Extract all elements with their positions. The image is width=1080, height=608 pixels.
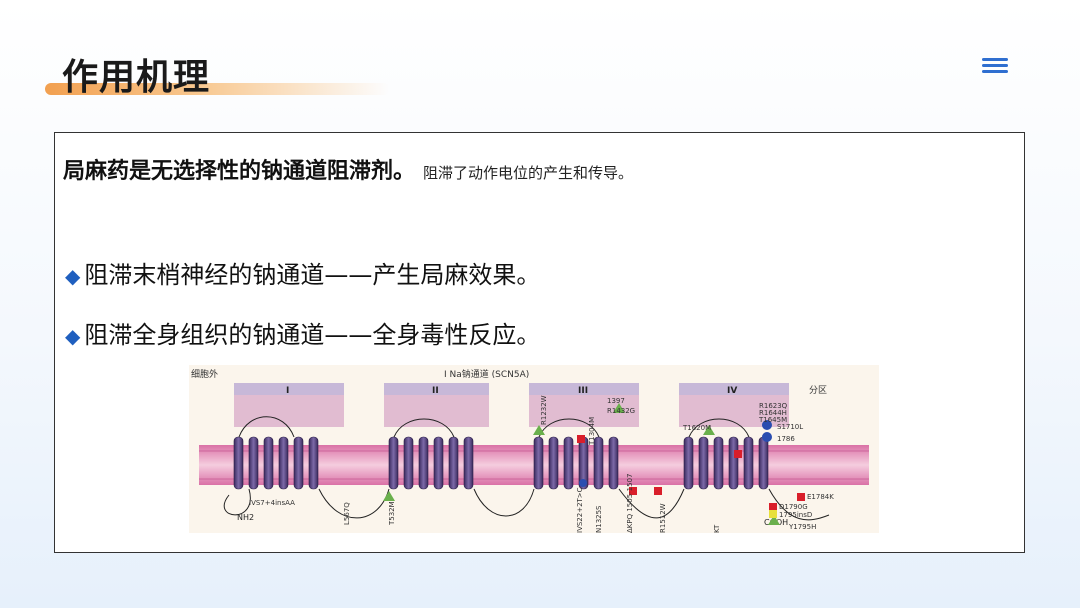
- helices: [233, 436, 769, 490]
- mutation-label: R1432G: [607, 407, 635, 415]
- mutation-markers: [383, 403, 805, 525]
- partition-label: 分区: [809, 385, 827, 396]
- domain-label: II: [432, 386, 439, 396]
- mutation-label: R1623Q: [759, 402, 788, 410]
- menu-icon[interactable]: [982, 58, 1008, 76]
- bullet-item: ◆阻滞全身组织的钠通道——全身毒性反应。: [65, 315, 540, 350]
- mutation-label: S1710L: [777, 423, 803, 431]
- mutation-label: IVS22+2T>C: [576, 487, 584, 533]
- outside-label: 细胞外: [191, 368, 218, 380]
- mutation-labels: IVS7+4insAA L567Q T532M R1232W T1304M 13…: [249, 395, 834, 533]
- lead-sentence: 局麻药是无选择性的钠通道阻滞剂。阻滞了动作电位的产生和传导。: [63, 153, 633, 185]
- domain-banners: [234, 383, 789, 427]
- mutation-label: 1397: [607, 397, 625, 405]
- mutation-label: R1644H: [759, 409, 787, 417]
- mutation-label: ΔKPQ 1505-1507: [626, 474, 634, 534]
- sodium-channel-diagram: 细胞外 I Na钠通道 (SCN5A) 分区 I II III IV: [189, 365, 879, 533]
- mutation-label: 1795insD: [779, 511, 812, 519]
- mutation-label: R1512W: [659, 503, 667, 533]
- mutation-label: 1786: [777, 435, 795, 443]
- lead-normal-text: 阻滞了动作电位的产生和传导。: [423, 164, 634, 182]
- diamond-bullet-icon: ◆: [65, 324, 81, 348]
- diamond-bullet-icon: ◆: [65, 264, 81, 288]
- bullet-item: ◆阻滞末梢神经的钠通道——产生局麻效果。: [65, 255, 540, 290]
- mutation-label: T1304M: [588, 417, 596, 446]
- mutation-label: T1620M: [682, 424, 711, 432]
- channel-label: I Na钠通道 (SCN5A): [444, 368, 529, 380]
- domain-label: III: [578, 386, 588, 396]
- mutation-label: R1232W: [540, 395, 548, 425]
- content-box: 局麻药是无选择性的钠通道阻滞剂。阻滞了动作电位的产生和传导。 ◆阻滞末梢神经的钠…: [54, 132, 1025, 553]
- title-underline-decoration: [45, 83, 390, 95]
- bullet-text: 阻滞全身组织的钠通道——全身毒性反应。: [84, 321, 541, 349]
- mutation-label: IVS7+4insAA: [249, 499, 295, 507]
- mutation-label: E1784K: [807, 493, 834, 501]
- mutation-label: T532M: [388, 501, 396, 526]
- mutation-label: Y1795H: [788, 523, 816, 531]
- lead-bold-text: 局麻药是无选择性的钠通道阻滞剂。: [63, 159, 416, 184]
- mutation-label: T1645M: [758, 416, 787, 424]
- mutation-label: L567Q: [343, 502, 351, 525]
- terminal-n-label: NH2: [237, 513, 254, 522]
- loops: [223, 416, 830, 521]
- domain-label: IV: [727, 386, 737, 396]
- mutation-label: D1790G: [779, 503, 808, 511]
- mutation-label: N1325S: [595, 505, 603, 533]
- mutation-label: KT: [713, 524, 721, 533]
- bullet-text: 阻滞末梢神经的钠通道——产生局麻效果。: [84, 261, 541, 289]
- domain-label: I: [286, 386, 289, 396]
- slide-title: 作用机理: [62, 57, 211, 98]
